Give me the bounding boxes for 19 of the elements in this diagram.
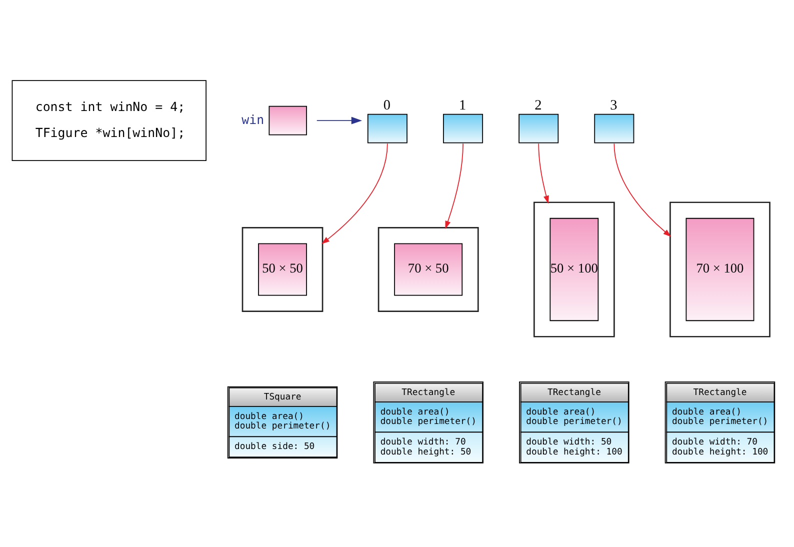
arrow [614, 143, 672, 237]
node-label: win [242, 112, 264, 127]
cluster [670, 202, 770, 338]
node-label: 1 [459, 98, 466, 114]
node-box: 50 × 50 [258, 243, 307, 296]
arrow [445, 143, 464, 229]
node-box: 50 × 100 [550, 218, 599, 322]
node-label: 0 [383, 98, 391, 114]
node-box: 70 × 100 [686, 218, 754, 322]
arrow [538, 143, 549, 204]
node-label: 2 [534, 98, 542, 114]
cluster [533, 202, 615, 338]
cluster [378, 227, 479, 312]
node-label: 3 [610, 98, 618, 114]
node-box: const int winNo = 4; TFigure *win[winNo]; [12, 80, 206, 162]
arrow [321, 143, 388, 244]
node-box: 70 × 50 [394, 243, 463, 296]
cluster [242, 227, 324, 312]
arrow [316, 116, 362, 124]
